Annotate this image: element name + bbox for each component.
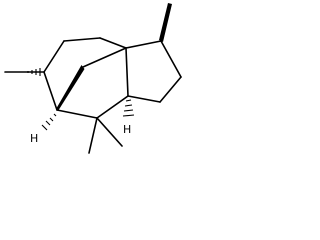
bond-bridgehead-c7 (125, 40, 162, 49)
hash-bond-h-right (122, 99, 135, 117)
hydrogen-label-left: H (30, 132, 38, 145)
bond-c4-c5 (56, 109, 98, 119)
molecule-structure-canvas: H H (0, 0, 197, 161)
bond-gem-methyl-1 (88, 117, 98, 154)
bond-bridge-upper (82, 47, 127, 68)
bond-c3-c4 (43, 71, 58, 111)
hash-bond-methyl-left (27, 68, 41, 76)
bond-c1-c2 (63, 37, 101, 42)
wedge-bridge-lower (56, 65, 85, 111)
bond-c6-bridgehead (125, 47, 129, 97)
hash-bond-h-left (41, 113, 57, 131)
skeletal-formula: H H (4, 3, 182, 154)
bond-c9-c6 (127, 95, 161, 103)
bond-c1-c3 (43, 40, 65, 73)
bond-c8-c9 (159, 76, 182, 103)
bond-gem-methyl-2 (96, 117, 123, 147)
hydrogen-label-right: H (123, 123, 131, 136)
wedge-methyl-top-right (159, 3, 172, 42)
bond-c5-c6 (96, 95, 129, 119)
bond-c2-bridgehead (99, 37, 127, 49)
bond-c7-c8 (160, 40, 182, 78)
